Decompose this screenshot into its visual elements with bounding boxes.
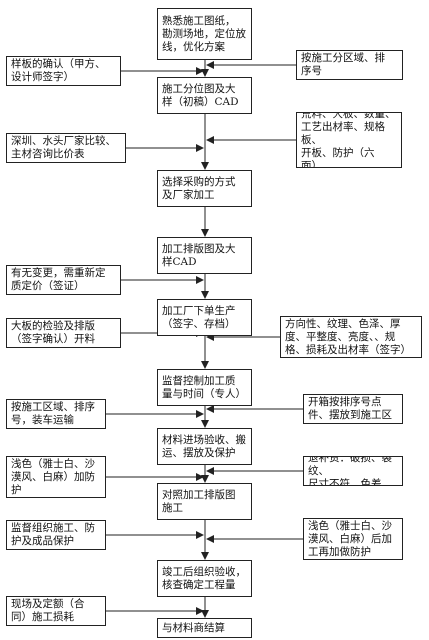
right-note-post-protection: 浅色（雅士白、沙 漠风、白麻）后加 工再加做防护: [303, 518, 403, 560]
main-step-quality-control: 监督控制加工质 量与时间（专人）: [157, 369, 252, 406]
left-note-slab-inspection: 大板的检验及排版 （签字确认）开料: [6, 318, 121, 348]
main-step-completion-acceptance: 竣工后组织验收， 核查确定工程量: [157, 560, 252, 597]
main-step-settlement: 与材料商结算: [157, 618, 252, 638]
right-note-returns: 退补货：破损、裂纹、 尺寸不符、色差: [303, 456, 403, 486]
left-note-light-protection: 浅色（雅士白、沙 漠风、白麻）加防 护: [6, 456, 106, 498]
main-step-layout-draft: 施工分位图及大 样（初稿）CAD: [157, 77, 252, 114]
main-step-factory-order: 加工厂下单生产 （签字、存档）: [157, 299, 252, 336]
right-note-raw-material: 荒料、大板、数量、 工艺出材率、规格 板、 开板、防护（六面）、: [296, 112, 402, 168]
left-note-price-compare: 深圳、水头厂家比较、 主材咨询比价表: [6, 133, 126, 163]
right-note-unpacking: 开箱按排序号点 件、摆放到施工区: [303, 394, 403, 424]
left-note-change-visa: 有无变更，需重新定 质定价（签证）: [6, 265, 121, 295]
left-note-transport: 按施工区域、排序 号，装车运输: [6, 399, 106, 429]
left-note-supervision: 监督组织施工、防 护及成品保护: [6, 520, 106, 550]
main-step-material-acceptance: 材料进场验收、搬 运、摆放及保护: [157, 428, 252, 465]
left-note-sample-confirm: 样板的确认（甲方、 设计师签字）: [6, 56, 121, 86]
left-note-site-loss: 现场及定额（合 同）施工损耗: [6, 596, 106, 626]
main-step-survey: 熟悉施工图纸， 勘测场地，定位放 线，优化方案: [157, 8, 252, 60]
main-step-processing-drawing: 加工排版图及大 样CAD: [157, 237, 252, 274]
main-step-construction: 对照加工排版图 施工: [157, 483, 252, 520]
right-note-inspection-criteria: 方向性、纹理、色泽、厚 度、平整度、亮度、、规 格、损耗及出材率（签字）: [280, 316, 422, 358]
main-step-procurement: 选择采购的方式 及厂家加工: [157, 170, 252, 207]
right-note-zoning: 按施工分区域、排 序号: [296, 50, 403, 80]
